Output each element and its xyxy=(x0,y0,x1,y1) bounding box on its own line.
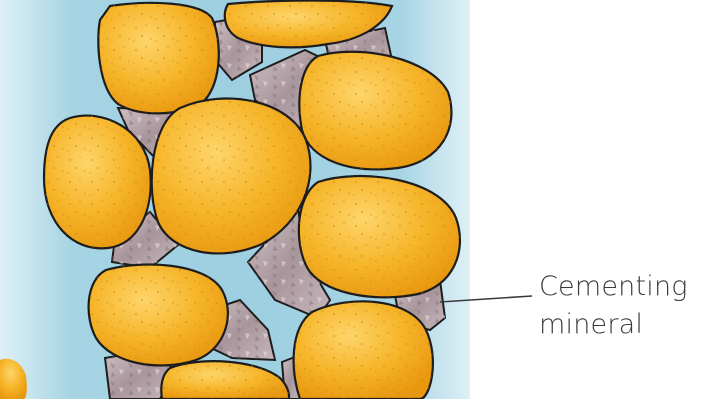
label-line-1: Cementing xyxy=(539,268,699,306)
cementing-mineral-label: Cementing mineral xyxy=(539,268,699,344)
label-line-2: mineral xyxy=(539,306,699,344)
